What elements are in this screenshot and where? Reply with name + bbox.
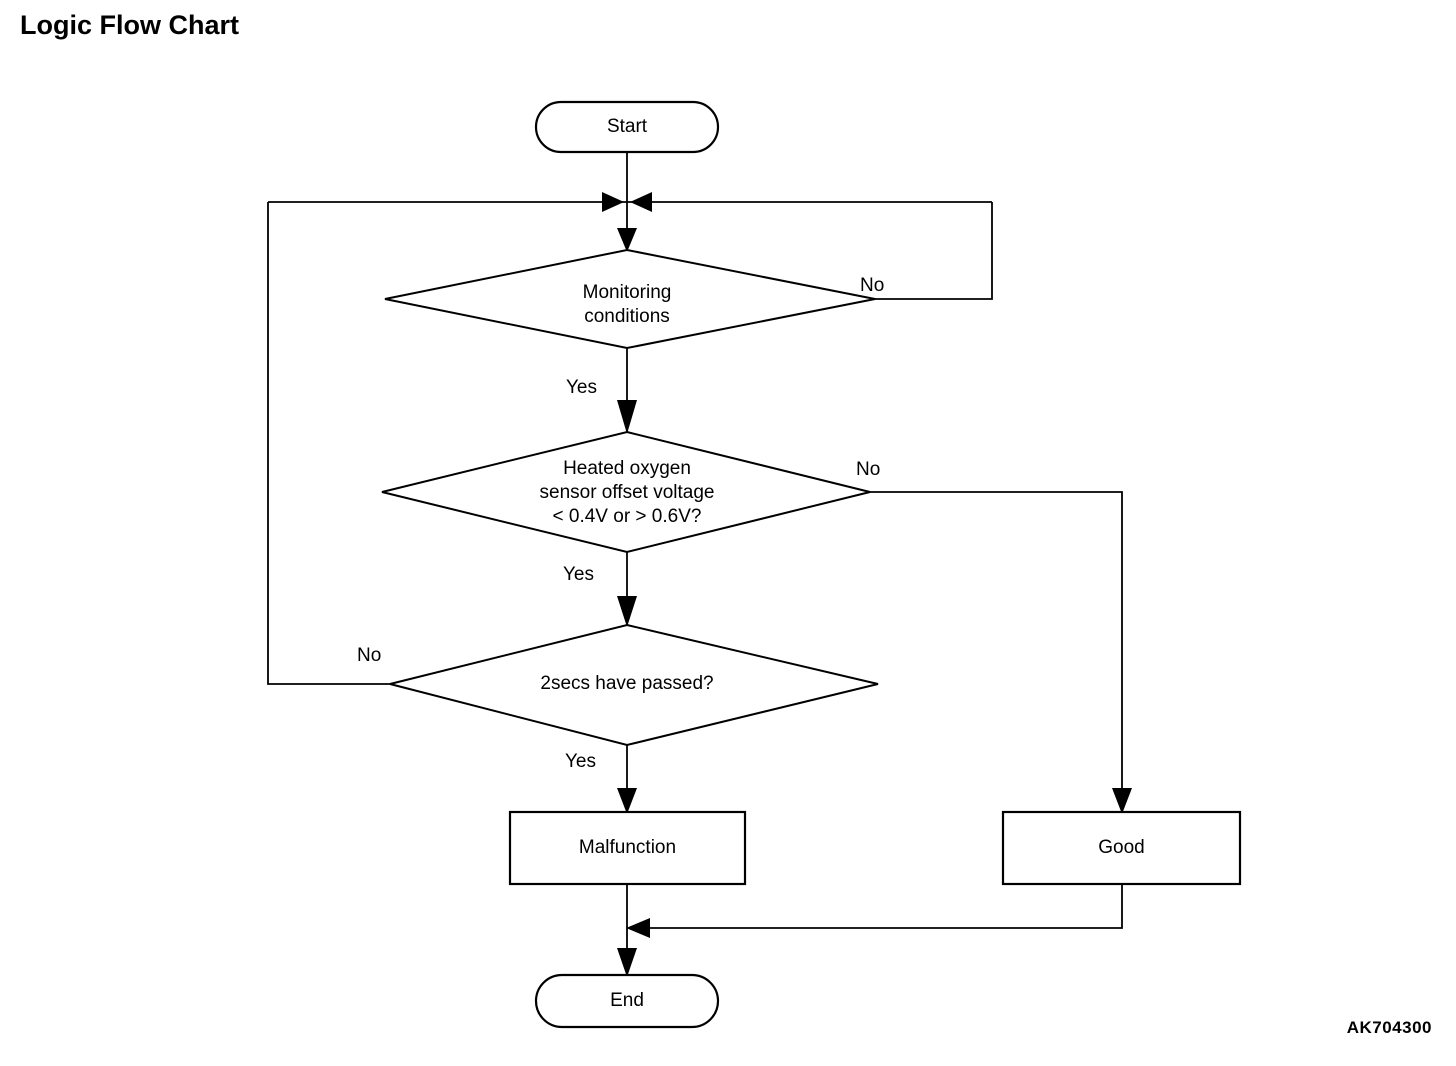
arrow-head-into-timer [617,596,637,627]
arrow-head-merge-left [602,192,624,212]
decision-monitoring-conditions [384,248,876,350]
figure-code: AK704300 [1346,1018,1432,1037]
terminator-end [534,973,720,1029]
page-title: Logic Flow Chart [20,10,239,40]
edge-timer-no [267,202,390,685]
edge-good-to-end [630,884,1123,929]
arrow-head-into-good [1112,788,1132,814]
arrow-head-into-end [617,948,637,977]
arrow-head-into-voltage [617,400,637,434]
terminator-start [534,100,720,154]
arrow-head-into-monitoring [617,228,637,252]
process-malfunction [508,810,747,886]
arrow-head-good-merge [626,918,650,938]
process-good [1001,810,1242,886]
arrow-head-merge-right [630,192,652,212]
decision-two-seconds [389,623,879,747]
arrow-head-into-malfunction [617,788,637,814]
edge-voltage-no [870,491,1123,812]
decision-offset-voltage [381,430,871,554]
edge-monitoring-no [875,202,993,300]
